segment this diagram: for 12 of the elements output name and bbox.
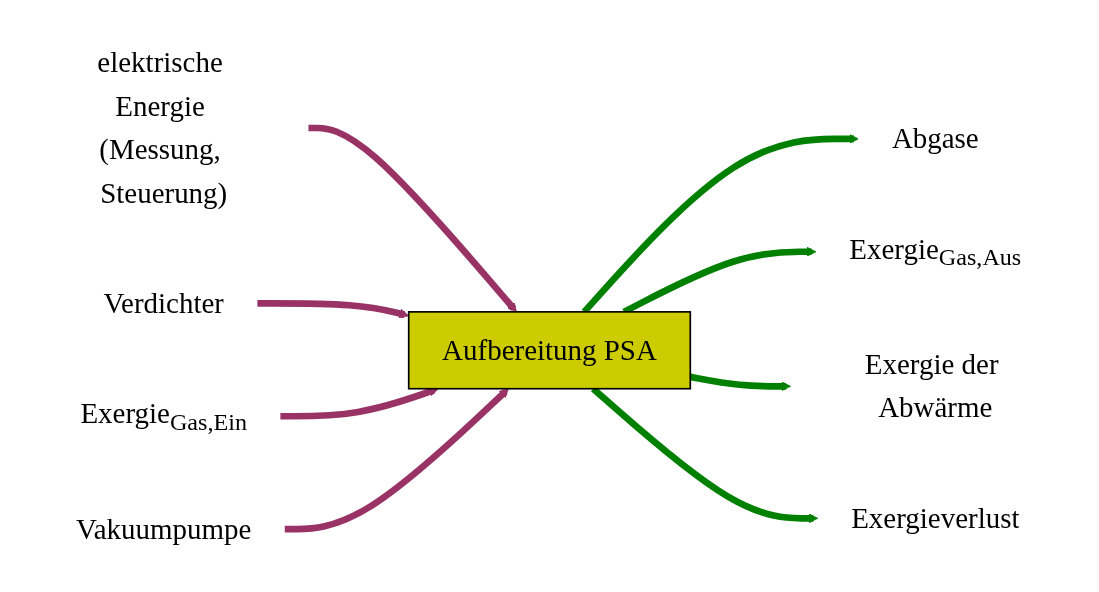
- arrow: [308, 124, 517, 313]
- node-text: Exergie der Abwärme: [864, 348, 999, 425]
- arrow: [689, 373, 791, 392]
- node-text: Abgase: [891, 122, 979, 156]
- node-text: Vakuumpumpe: [76, 513, 252, 546]
- node-text: Exergieverlust: [851, 502, 1020, 535]
- node-text: elektrische Energie (Messung, Steuerung): [97, 46, 228, 210]
- node-box: Aufbereitung PSA: [407, 311, 692, 390]
- node-text: Exergie$_{Gas,Ein}$: [80, 397, 247, 436]
- node-text: Verdichter: [103, 287, 224, 320]
- arrow: [284, 388, 509, 533]
- node-text: Exergie$_{Gas,Aus}$: [849, 232, 1022, 272]
